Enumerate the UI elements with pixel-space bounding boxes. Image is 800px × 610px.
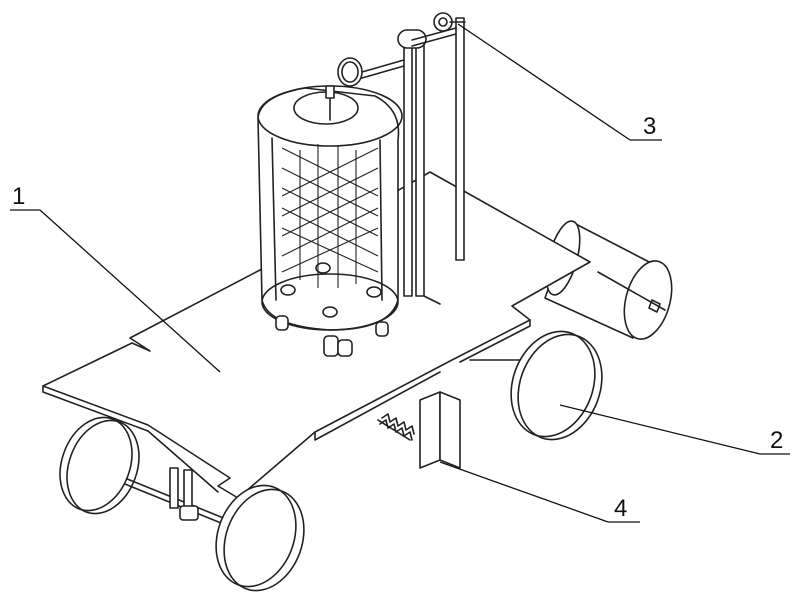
front-left-wheel	[48, 407, 152, 523]
callout-4: 4	[614, 495, 627, 522]
front-right-wheel	[203, 474, 318, 602]
callout-1: 1	[12, 183, 25, 210]
callout-3: 3	[643, 113, 656, 140]
callout-2: 2	[770, 427, 783, 454]
drum	[258, 86, 402, 356]
gauge	[338, 58, 404, 86]
roller	[540, 218, 680, 345]
lower-bracket	[378, 392, 460, 468]
